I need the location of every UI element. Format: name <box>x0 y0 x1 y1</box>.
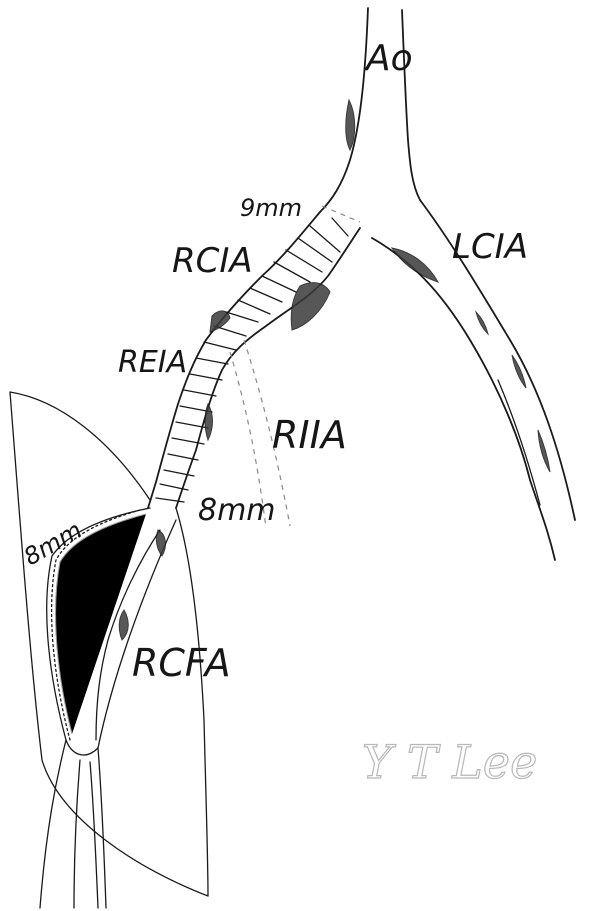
label-lcia: LCIA <box>452 227 528 267</box>
label-rcfa: RCFA <box>132 641 231 685</box>
label-size-8mm-upper: 8mm <box>198 493 276 528</box>
label-reia: REIA <box>118 345 187 380</box>
label-ao: Ao <box>364 38 413 79</box>
label-riia: RIIA <box>272 413 347 457</box>
femoral-runoff <box>40 740 106 908</box>
label-size-9mm: 9mm <box>240 194 302 222</box>
author-signature: Y T Lee <box>362 735 537 789</box>
label-rcia: RCIA <box>172 241 253 281</box>
